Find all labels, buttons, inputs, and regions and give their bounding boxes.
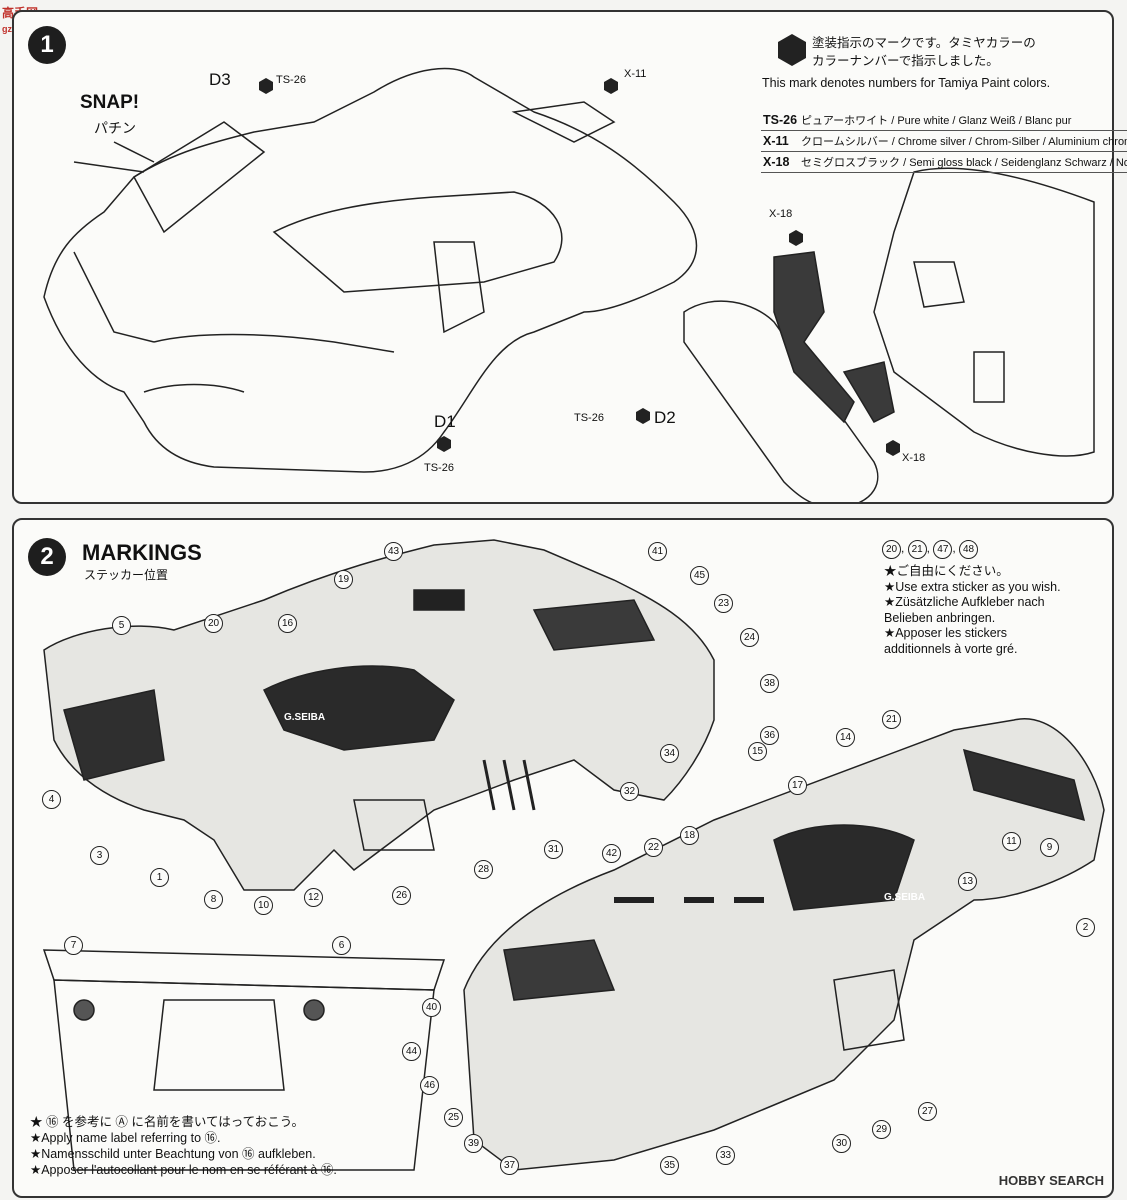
extra-line: additionnels à vorte gré. bbox=[884, 641, 1018, 656]
extra-line: ★Apposer les stickers bbox=[884, 626, 1008, 640]
callout: 25 bbox=[444, 1108, 463, 1127]
callout: 21 bbox=[907, 540, 927, 559]
callout: 17 bbox=[788, 776, 807, 795]
callout: 13 bbox=[958, 872, 977, 891]
callout: 26 bbox=[392, 886, 411, 905]
callout: 24 bbox=[740, 628, 759, 647]
part-d1-paint: TS-26 bbox=[424, 462, 454, 474]
paint-desc: ピュアーホワイト / Pure white / Glanz Weiß / Bla… bbox=[799, 110, 1127, 131]
markings-title: MARKINGS bbox=[82, 540, 202, 565]
callout: 4 bbox=[42, 790, 61, 809]
extra-line: ★Use extra sticker as you wish. bbox=[884, 579, 1061, 594]
extra-sticker-text: ★ご自由にください。 ★Use extra sticker as you wis… bbox=[884, 564, 1061, 657]
callout: 29 bbox=[872, 1120, 891, 1139]
callout: 20 bbox=[882, 540, 901, 559]
hobby-search-logo: HOBBY SEARCH bbox=[998, 1173, 1104, 1188]
step-number: 1 bbox=[28, 26, 66, 64]
callout: 2 bbox=[1076, 918, 1095, 937]
callout: 47 bbox=[933, 540, 953, 559]
callout: 21 bbox=[882, 710, 901, 729]
callout: 7 bbox=[64, 936, 83, 955]
note-line: ★Apposer l'autocollant pour le nom en se… bbox=[30, 1163, 337, 1177]
paint-desc: セミグロスブラック / Semi gloss black / Seidengla… bbox=[799, 151, 1127, 173]
part-d3-paint: TS-26 bbox=[276, 74, 306, 86]
part-d2-paint: TS-26 bbox=[574, 412, 604, 424]
callout: 3 bbox=[90, 846, 109, 865]
callout: 44 bbox=[402, 1042, 421, 1061]
note-line: ★Apply name label referring to ⑯. bbox=[30, 1131, 221, 1145]
markings-title-jp: ステッカー位置 bbox=[84, 568, 169, 582]
callout: 32 bbox=[620, 782, 639, 801]
callout: 27 bbox=[918, 1102, 937, 1121]
snap-label: SNAP! bbox=[80, 92, 140, 113]
callout: 10 bbox=[254, 896, 273, 915]
callout: 35 bbox=[660, 1156, 679, 1175]
step2-panel: 2 MARKINGS ステッカー位置 G.SEIBA bbox=[12, 518, 1114, 1198]
callout: 40 bbox=[422, 998, 441, 1017]
callout: 37 bbox=[500, 1156, 519, 1175]
callout: 19 bbox=[334, 570, 353, 589]
extra-sticker-ids: 20, 21, 47, 48 bbox=[882, 540, 979, 559]
callout: 36 bbox=[760, 726, 779, 745]
callout: 12 bbox=[304, 888, 323, 907]
note-line: ★ ⑯ を参考に Ⓐ に名前を書いてはっておこう。 bbox=[30, 1115, 305, 1129]
part-d2-label: D2 bbox=[654, 408, 676, 427]
callout: 16 bbox=[278, 614, 297, 633]
snap-label-jp: パチン bbox=[94, 120, 136, 136]
note-line: ★Namensschild unter Beachtung von ⑯ aufk… bbox=[30, 1147, 316, 1161]
callout: 43 bbox=[384, 542, 403, 561]
callout: 30 bbox=[832, 1134, 851, 1153]
callout: 20 bbox=[204, 614, 223, 633]
callout: 41 bbox=[648, 542, 667, 561]
callout: 23 bbox=[714, 594, 733, 613]
callout: 22 bbox=[644, 838, 663, 857]
callout: 46 bbox=[420, 1076, 439, 1095]
paint-code: TS-26 bbox=[761, 110, 800, 131]
paint-desc: クロームシルバー / Chrome silver / Chrom-Silber … bbox=[799, 130, 1127, 152]
legend-en: This mark denotes numbers for Tamiya Pai… bbox=[762, 76, 1051, 90]
callout: 45 bbox=[690, 566, 709, 585]
callout: 33 bbox=[716, 1146, 735, 1165]
paint-code: X-11 bbox=[761, 130, 800, 152]
car1-name-plate: G.SEIBA bbox=[284, 712, 326, 723]
callout: 5 bbox=[112, 616, 131, 635]
callout: 38 bbox=[760, 674, 779, 693]
callout: 42 bbox=[602, 844, 621, 863]
callout: 8 bbox=[204, 890, 223, 909]
callout: 18 bbox=[680, 826, 699, 845]
legend-jp-line2: カラーナンバーで指示しました。 bbox=[812, 54, 999, 68]
part-d3-label: D3 bbox=[209, 70, 231, 89]
callout: 11 bbox=[1002, 832, 1021, 851]
paint-code: X-18 bbox=[761, 151, 800, 173]
legend-jp-line1: 塗装指示のマークです。タミヤカラーの bbox=[812, 36, 1036, 50]
extra-line: Belieben anbringen. bbox=[884, 610, 996, 625]
callout: 39 bbox=[464, 1134, 483, 1153]
callout: 31 bbox=[544, 840, 563, 859]
callout: 1 bbox=[150, 868, 169, 887]
step1-panel: 1 bbox=[12, 10, 1127, 504]
step-number: 2 bbox=[28, 538, 66, 576]
x11-paint-label: X-11 bbox=[624, 68, 647, 80]
callout: 15 bbox=[748, 742, 767, 761]
x18-paint-label-a: X-18 bbox=[769, 208, 793, 220]
callout: 14 bbox=[836, 728, 855, 747]
callout: 34 bbox=[660, 744, 679, 763]
extra-line: ★ご自由にください。 bbox=[884, 564, 1009, 578]
extra-line: ★Züsätzliche Aufkleber nach bbox=[884, 595, 1045, 609]
callout: 28 bbox=[474, 860, 493, 879]
callout: 9 bbox=[1040, 838, 1059, 857]
car2-name-plate: G.SEIBA bbox=[884, 892, 926, 903]
name-label-note: ★ ⑯ を参考に Ⓐ に名前を書いてはっておこう。 ★Apply name la… bbox=[30, 1114, 337, 1178]
x18-paint-label-b: X-18 bbox=[902, 452, 926, 464]
callout: 48 bbox=[959, 540, 979, 559]
callout: 6 bbox=[332, 936, 351, 955]
part-d1-label: D1 bbox=[434, 412, 456, 431]
